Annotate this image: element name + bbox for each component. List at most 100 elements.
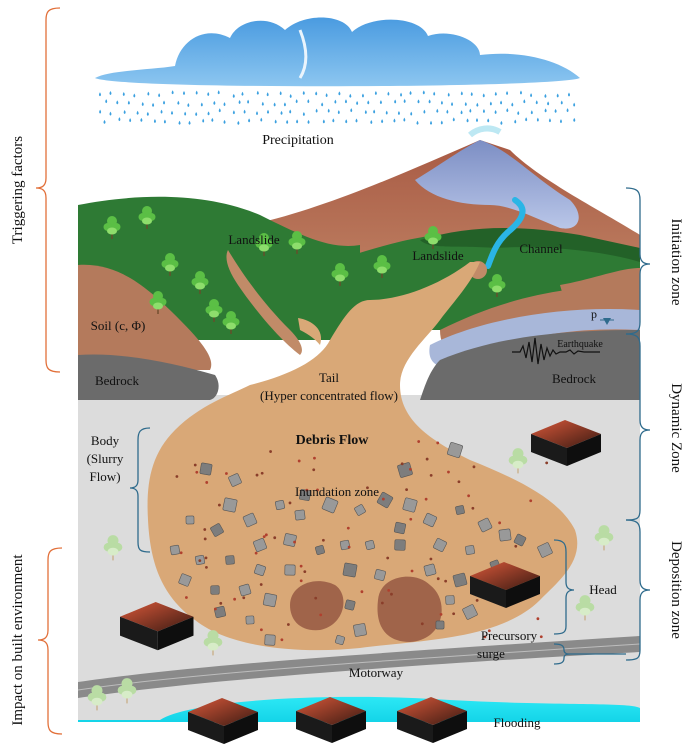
rain-drop [446,109,449,114]
debris-particle [299,564,303,568]
debris-particle [472,465,476,469]
rain-drop [385,110,388,115]
debris-particle [297,459,301,463]
rain-drop [171,90,174,95]
rain-drop [105,99,108,104]
rain-drop [403,117,406,122]
debris-particle [269,450,272,453]
debris-particle [380,601,384,605]
rain-drop [274,119,277,124]
tree-icon [424,226,442,249]
rain-drop [207,111,210,116]
rain-drop [460,91,463,96]
tree-icon [161,253,179,276]
boulder [402,497,418,513]
debris-particle [439,613,443,616]
debris-particle [259,628,263,632]
debris-particle [471,506,475,510]
rain-drop [283,102,286,107]
rain-drop [567,92,570,97]
debris-particle [360,590,364,594]
rain-drop [116,100,119,105]
debris-particle [436,441,440,445]
debris-particle [475,598,479,602]
rain-drop [325,93,328,98]
rain-drop [103,119,106,124]
boulder [225,555,235,565]
rain-drop [364,110,367,115]
rain-drop [544,108,547,113]
debris-particle [487,629,491,633]
rain-drop [440,120,443,125]
debris-particle [242,596,246,600]
rain-drop [123,109,126,114]
debris-particle [386,556,390,560]
debris-particle [447,470,450,474]
boulder [238,583,252,597]
debris-particle [313,456,316,460]
rain-drop [511,102,514,107]
rain-drop [433,91,436,96]
rain-drop [256,90,259,95]
rain-drop [416,120,419,125]
rain-drop [280,110,283,115]
tree-icon [103,216,121,239]
rain-drop [494,91,497,96]
rain-drop [289,109,292,114]
boulder [465,545,475,555]
rain-drop [560,100,563,105]
boulder [210,585,220,595]
rain-drop [140,117,143,122]
rain-drop [436,108,439,113]
rain-drop [482,93,485,98]
rain-drop [127,100,130,105]
rain-drop [451,102,454,107]
debris-particle [429,557,433,561]
rain-drop [397,110,400,115]
boulder [339,539,351,551]
debris-particle [264,533,268,537]
rain-drop [307,99,310,104]
boulder [274,499,286,511]
brackets [35,7,651,735]
debris-particle [305,488,309,492]
debris-particle [420,622,424,626]
rain-drop [430,120,433,125]
tree-icon [103,535,123,561]
rain-drop [322,119,325,124]
rain-drop [356,100,359,105]
boulder [513,533,527,547]
rain-drop [470,91,473,96]
boulder [423,563,437,577]
rain-drop [559,119,562,124]
rain-drop [403,99,406,104]
debris-particle [457,480,461,484]
house-icon [531,420,601,466]
rain-drop [302,111,305,116]
rain-drop [98,92,101,97]
rain-drop [247,99,250,104]
rain-drop [315,91,318,96]
rain-drop [460,110,463,115]
rain-drop [566,108,569,113]
debris-particle [467,494,471,498]
rain-drop [489,101,492,106]
rain-drop [266,92,269,97]
debris-particle [225,472,228,475]
rain-drop [476,102,479,107]
boulder [284,564,296,576]
boulders [169,442,553,646]
debris-particle [387,588,391,592]
rain-drop [523,99,526,104]
debris-particle [233,597,237,601]
rain-drop [207,91,210,96]
tree-icon [288,231,306,254]
tree-icon [203,630,223,656]
rain-drop [506,90,509,95]
rain-drop [170,110,173,115]
debris-particle [286,623,290,626]
debris-particle [417,440,421,443]
triggering-factors-label: Triggering factors [10,136,26,244]
boulder [353,623,367,637]
